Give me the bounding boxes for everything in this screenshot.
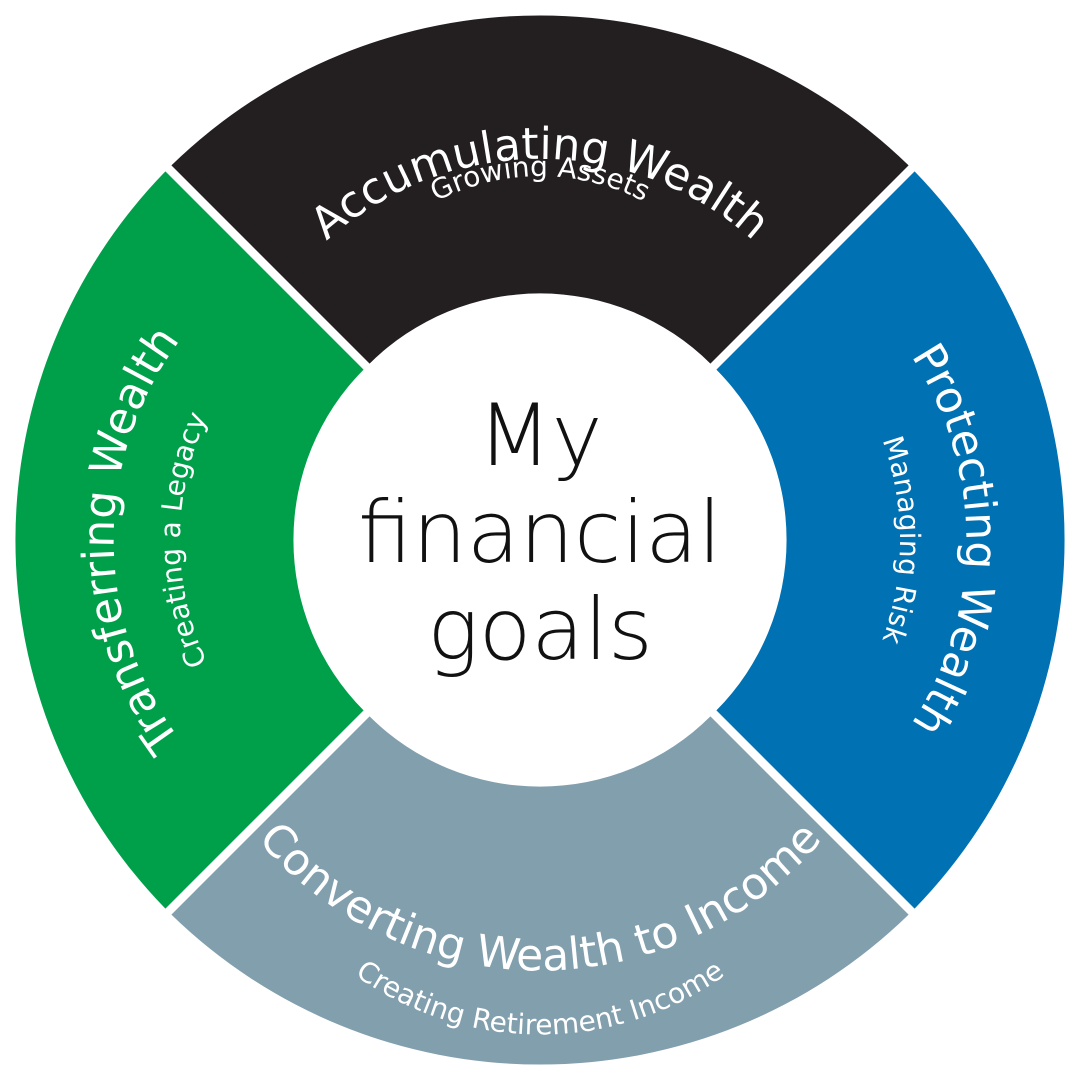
segment-accumulating-wealth	[171, 15, 909, 364]
segment-transferring-wealth	[15, 171, 364, 909]
center-circle	[302, 302, 778, 778]
segment-protecting-wealth	[716, 171, 1065, 909]
segment-converting-wealth	[171, 716, 909, 1065]
center-line-2: financial	[358, 483, 722, 583]
center-line-1: My	[477, 386, 602, 486]
center-line-3: goals	[427, 580, 653, 680]
